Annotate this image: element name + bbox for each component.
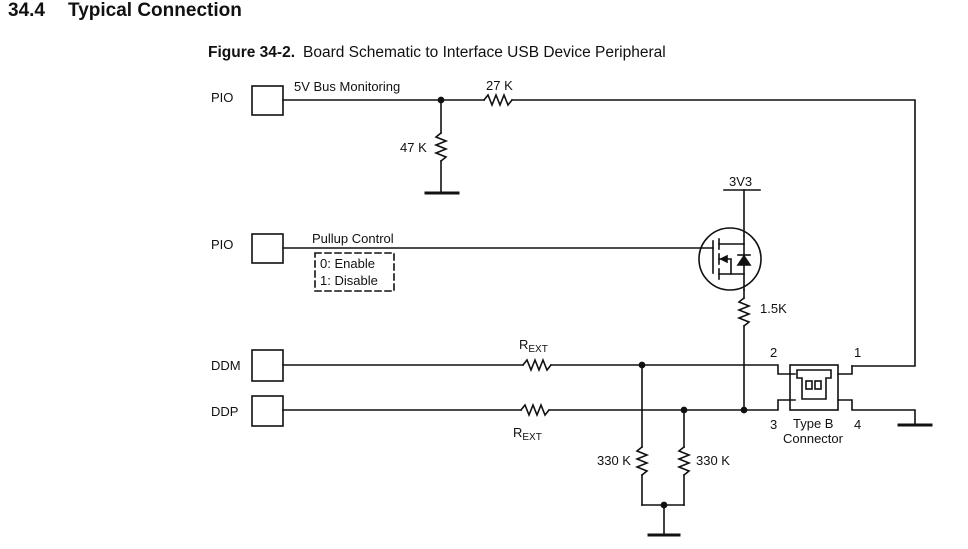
rext-ddp xyxy=(519,402,551,418)
connector-pin4-wire xyxy=(837,399,916,426)
pullup-enable-label: 0: Enable xyxy=(320,256,375,271)
resistor-330k-left xyxy=(634,445,650,477)
resistor-330k-right xyxy=(676,445,692,477)
section-number: 34.4 xyxy=(8,0,45,21)
connector-housing xyxy=(796,369,832,400)
figure-title: Board Schematic to Interface USB Device … xyxy=(303,44,666,61)
r47k-label: 47 K xyxy=(400,140,427,155)
r1-5k-label: 1.5K xyxy=(760,301,787,316)
diode-triangle xyxy=(736,254,752,266)
connector-pin1-wire xyxy=(837,365,853,375)
connector-contact xyxy=(805,380,813,390)
pullup-control-label: Pullup Control xyxy=(312,231,394,246)
pullup-legend-box xyxy=(314,252,395,292)
pullup-disable-label: 1: Disable xyxy=(320,273,378,288)
connector-pin1-label: 1 xyxy=(854,345,861,360)
r330k-right-label: 330 K xyxy=(696,453,730,468)
rext-ddm-label: REXT xyxy=(519,337,548,355)
connector-pin3-label: 3 xyxy=(770,417,777,432)
connector-name-line2: Connector xyxy=(783,431,844,446)
ddp-label: DDP xyxy=(211,404,238,419)
mosfet-drain xyxy=(718,235,745,245)
bus-monitoring-label: 5V Bus Monitoring xyxy=(294,79,400,94)
supply-label: 3V3 xyxy=(729,174,752,189)
r330k-left-label: 330 K xyxy=(597,453,631,468)
section-heading: 34.4 Typical Connection xyxy=(8,0,242,22)
connector-contact xyxy=(814,380,822,390)
rext-ddm xyxy=(521,357,553,373)
resistor-27k xyxy=(482,92,514,108)
connector-name-line1: Type B xyxy=(793,416,833,431)
figure-caption: Figure 34-2. Board Schematic to Interface… xyxy=(208,44,666,62)
mosfet-body xyxy=(698,227,762,291)
pio-mid-label: PIO xyxy=(211,237,233,252)
pio-top-label: PIO xyxy=(211,90,233,105)
rext-ddp-label: REXT xyxy=(513,425,542,443)
pio-top-pad xyxy=(251,85,284,116)
connector-outline xyxy=(789,364,839,411)
resistor-47k xyxy=(433,131,449,163)
ddm-label: DDM xyxy=(211,358,241,373)
mosfet-arrow xyxy=(719,254,728,264)
pio-mid-pad xyxy=(251,233,284,264)
ddm-wire xyxy=(550,364,796,375)
connector-pin2-label: 2 xyxy=(770,345,777,360)
ddp-pad xyxy=(251,395,284,427)
ddm-pad xyxy=(251,349,284,382)
ddp-wire xyxy=(548,399,796,411)
r27k-label: 27 K xyxy=(486,78,513,93)
connector-pin4-label: 4 xyxy=(854,417,861,432)
figure-label: Figure 34-2. xyxy=(208,44,295,61)
section-title: Typical Connection xyxy=(68,0,242,21)
vbus-wire xyxy=(511,99,916,367)
resistor-1-5k xyxy=(736,296,752,328)
